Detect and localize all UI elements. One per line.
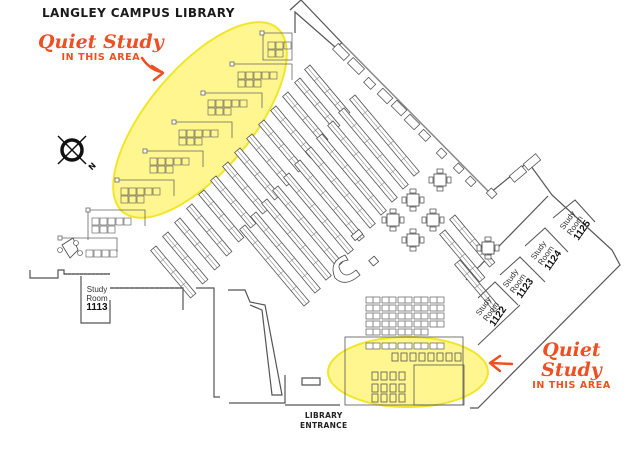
quiet-study-label-north: Quiet Study IN THIS AREA	[38, 32, 164, 63]
quiet-study-subtitle: IN THIS AREA	[532, 380, 611, 391]
library-entrance-label: LIBRARY ENTRANCE	[300, 411, 347, 431]
map-title: LANGLEY CAMPUS LIBRARY	[42, 6, 235, 20]
room-label: Study Room	[86, 285, 108, 303]
quiet-study-title: Quiet Study	[38, 31, 164, 53]
stepped-carrel-rooms	[57, 30, 293, 252]
south-study-room	[344, 336, 465, 406]
lounge-furniture-northeast	[332, 43, 542, 200]
computer-stations	[365, 296, 445, 336]
round-table-west	[57, 237, 83, 259]
entrance-line-2: ENTRANCE	[300, 421, 348, 430]
arrow-icon-south	[489, 361, 514, 366]
arrow-head-north	[150, 64, 165, 82]
quiet-study-title: Quiet Study	[541, 339, 602, 381]
quiet-study-subtitle: IN THIS AREA	[61, 52, 141, 63]
compass-rose-icon	[57, 135, 87, 165]
arrow-head-south	[488, 354, 502, 373]
study-room-walls-east	[477, 199, 596, 346]
interior-walls-southwest	[29, 269, 340, 406]
quiet-study-label-south: Quiet Study IN THIS AREA	[510, 340, 633, 391]
room-number: 1113	[86, 302, 108, 313]
entrance-line-1: LIBRARY	[304, 411, 343, 420]
service-desk	[332, 228, 380, 283]
study-room-1113: Study Room 1113	[84, 285, 110, 313]
